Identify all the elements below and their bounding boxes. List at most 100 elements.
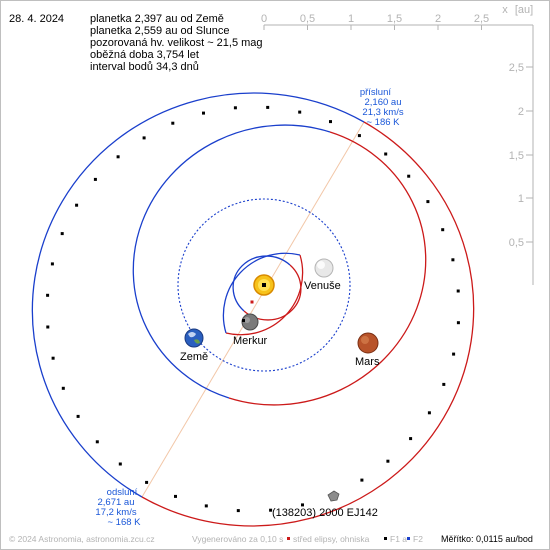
orbit-interval-point	[441, 228, 445, 232]
orbit-interval-point	[456, 321, 460, 325]
orbit-interval-point	[236, 509, 240, 513]
orbit-interval-point	[407, 174, 411, 178]
mercury-orbit-below	[232, 255, 291, 312]
orbit-interval-point	[50, 262, 54, 266]
orbit-interval-point	[95, 440, 99, 444]
x-tick-label: 2,5	[474, 13, 489, 25]
orbit-interval-point	[174, 494, 177, 498]
y-tick-label: 1,5	[509, 150, 524, 162]
x-axis-label: x	[502, 4, 508, 16]
orbit-interval-point	[145, 480, 149, 484]
orbit-interval-point	[269, 508, 273, 512]
orbit-interval-point	[301, 503, 304, 507]
perihelion-temperature: ~ 186 K	[366, 117, 400, 128]
orbit-interval-point	[93, 177, 97, 181]
earth-orbit	[177, 198, 351, 372]
mars-orbit-above	[228, 131, 427, 406]
sun-icon	[253, 274, 275, 296]
orbit-interval-point	[266, 105, 270, 109]
orbit-interval-point	[329, 120, 332, 124]
aphelion-speed: 17,2 km/s	[95, 507, 136, 518]
orbit-interval-point	[46, 293, 50, 297]
date-label: 28. 4. 2024	[9, 13, 65, 25]
y-tick-label: 2	[518, 106, 524, 118]
earth-label: Země	[180, 351, 208, 363]
perihelion-distance: 2,160 au	[365, 97, 402, 108]
mercury-label: Merkur	[233, 335, 268, 347]
x-tick-label: 0,5	[300, 13, 315, 25]
perihelion-title: přísluní	[360, 87, 392, 98]
orbit-interval-point	[61, 386, 65, 390]
ellipse-center-marker	[250, 300, 254, 304]
mercury-icon	[241, 313, 259, 331]
orbit-interval-point	[204, 504, 208, 508]
aphelion-distance: 2,671 au	[98, 497, 135, 508]
orbit-interval-point	[118, 462, 122, 466]
orbit-interval-point	[202, 111, 205, 115]
orbit-interval-point	[357, 134, 361, 138]
x-tick-label: 1	[348, 13, 354, 25]
orbit-interval-point	[51, 356, 55, 360]
legend-center-marker	[287, 537, 290, 540]
orbit-interval-point	[233, 106, 237, 110]
orbit-interval-point	[452, 352, 456, 356]
scale-text: Měřítko: 0,0115 au/bod	[441, 534, 533, 544]
orbit-interval-point	[75, 203, 79, 207]
legend-f2-marker	[407, 537, 410, 540]
generated-time: Vygenerováno za 0,10 s	[192, 534, 283, 544]
info-distance-sun: planetka 2,559 au od Slunce	[90, 25, 230, 37]
orbit-interval-point	[116, 155, 120, 159]
y-axis: 2,5 2 1,5 1 0,5	[509, 25, 534, 285]
copyright-text: © 2024 Astronomia, astronomia.zcu.cz	[9, 534, 155, 544]
venus-icon	[314, 258, 334, 278]
unit-label: [au]	[515, 4, 533, 16]
footer: © 2024 Astronomia, astronomia.zcu.cz Vyg…	[9, 534, 533, 544]
orbit-interval-point	[142, 136, 146, 140]
legend-center-text: střed elipsy, ohniska	[293, 534, 370, 544]
y-tick-label: 0,5	[509, 237, 524, 249]
earth-icon	[184, 328, 204, 348]
info-interval: interval bodů 34,3 dnů	[90, 61, 199, 73]
orbit-interval-point	[456, 289, 460, 293]
orbit-interval-point	[426, 200, 430, 204]
y-tick-label: 1	[518, 193, 524, 205]
orbit-interval-point	[76, 414, 80, 418]
x-tick-label: 1,5	[387, 13, 402, 25]
mercury-orbit-above	[243, 264, 302, 321]
legend-f1-marker	[384, 537, 387, 540]
legend-f2-text: F2	[413, 534, 423, 544]
orbit-interval-point	[360, 478, 364, 482]
orbit-interval-point	[384, 152, 388, 156]
venus-orbit-below	[222, 252, 301, 334]
y-tick-label: 2,5	[509, 62, 524, 74]
mars-icon	[357, 332, 379, 354]
venus-label: Venuše	[304, 280, 341, 292]
orbit-interval-point	[171, 121, 175, 125]
orbit-interval-points	[46, 105, 460, 513]
info-distance-earth: planetka 2,397 au od Země	[90, 13, 224, 25]
orbit-interval-point	[427, 411, 431, 415]
legend-f1-text: F1 a	[390, 534, 407, 544]
orbit-interval-point	[386, 459, 390, 463]
x-tick-label: 0	[261, 13, 267, 25]
orbit-interval-point	[46, 325, 50, 329]
orbit-interval-point	[442, 382, 446, 386]
asteroid-icon	[327, 490, 340, 502]
orbit-interval-point	[451, 258, 455, 262]
orbit-interval-point	[60, 232, 64, 236]
aphelion-temperature: ~ 168 K	[107, 517, 141, 528]
x-axis: 0 0,5 1 1,5 2 2,5 x [au]	[261, 4, 533, 30]
info-magnitude: pozorovaná hv. velikost ~ 21,5 mag	[90, 37, 263, 49]
asteroid-label: (138203) 2000 EJ142	[272, 507, 378, 519]
aphelion-title: odsluní	[107, 487, 138, 498]
orbit-interval-point	[409, 437, 413, 441]
apsis-line	[141, 121, 365, 498]
mars-label: Mars	[355, 356, 380, 368]
asteroid-orbit-below	[31, 92, 365, 498]
info-period: oběžná doba 3,754 let	[90, 49, 199, 61]
orbit-interval-point	[298, 110, 302, 114]
perihelion-speed: 21,3 km/s	[362, 107, 403, 118]
x-tick-label: 2	[435, 13, 441, 25]
mars-orbit-below	[132, 124, 331, 399]
